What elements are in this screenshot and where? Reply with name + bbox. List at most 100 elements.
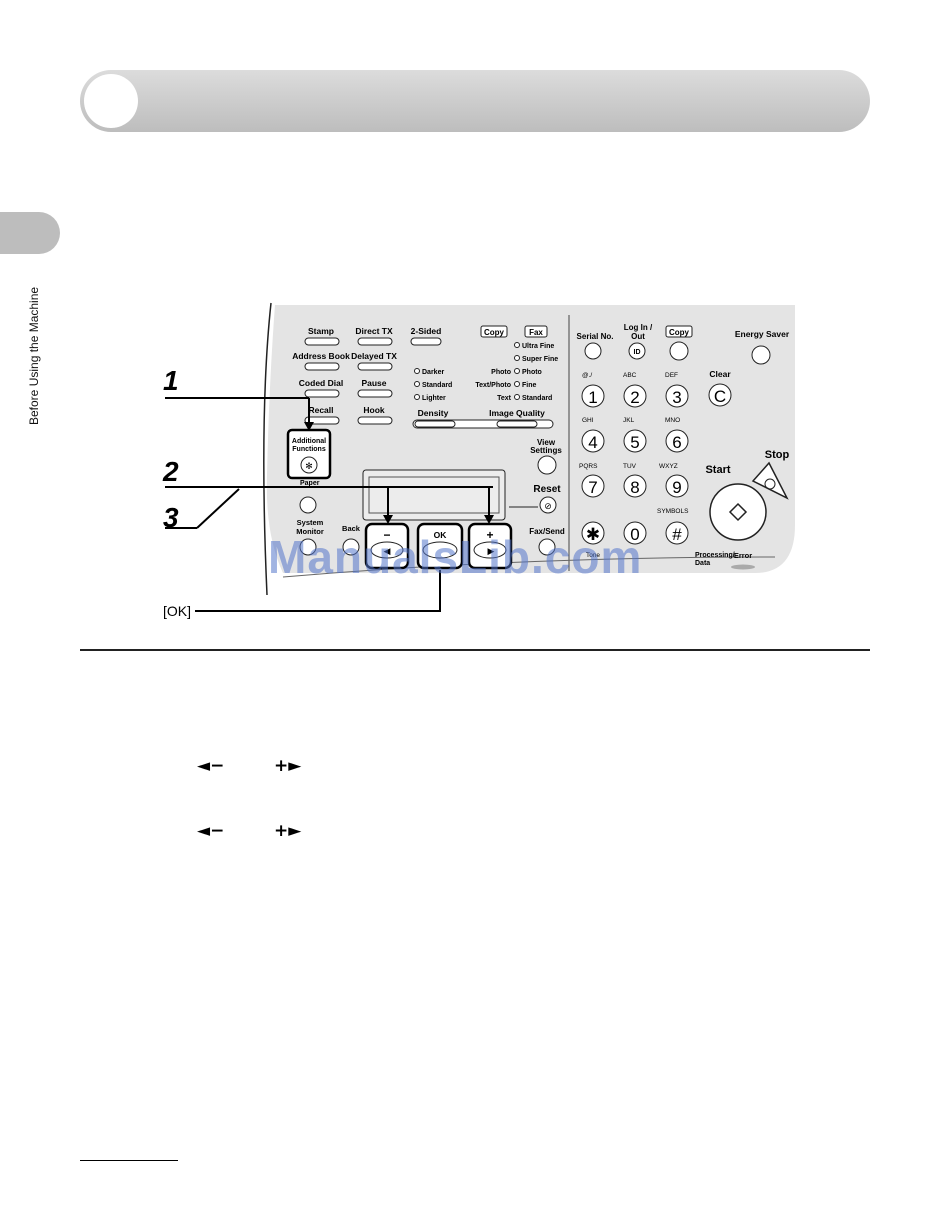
- key-2-digit: 2: [630, 388, 639, 407]
- hook-button[interactable]: [357, 416, 393, 425]
- key-4-digit: 4: [588, 433, 597, 452]
- copy-tag: [480, 325, 508, 338]
- log-in-out-button[interactable]: [628, 342, 646, 360]
- darker-label: Darker: [422, 369, 444, 376]
- lighter-label: Lighter: [422, 395, 446, 402]
- hash-key-glyph: #: [672, 525, 682, 544]
- key-2-letters: ABC: [623, 372, 637, 379]
- fax-send-button[interactable]: [538, 538, 556, 556]
- view-settings-button[interactable]: [537, 455, 557, 475]
- darker-indicator: [414, 368, 420, 374]
- key-8[interactable]: [623, 474, 647, 498]
- key-1-letters: @./: [582, 372, 592, 379]
- copy-key-tag: [665, 325, 693, 338]
- recall-label: Recall: [308, 405, 333, 415]
- coded-dial-button[interactable]: [304, 389, 340, 398]
- nav-plus-key-1: +►: [274, 756, 302, 776]
- energy-saver-button[interactable]: [751, 345, 771, 365]
- hook-label: Hook: [363, 405, 385, 415]
- symbols-label: SYMBOLS: [657, 508, 689, 515]
- reset-button[interactable]: [539, 496, 557, 514]
- ok-callout: [OK]: [163, 603, 191, 619]
- coded-dial-label: Coded Dial: [299, 378, 343, 388]
- key-0-digit: 0: [630, 525, 639, 544]
- settings-gear-icon: ✻: [305, 461, 313, 471]
- nav-minus-key-2: ◄−: [197, 821, 225, 841]
- out-label: Out: [631, 332, 645, 341]
- callout-arrow-1: [304, 422, 314, 431]
- fax-send-label: Fax/Send: [529, 527, 565, 536]
- ok-key[interactable]: [422, 541, 458, 559]
- copy-tag-label: Copy: [484, 328, 505, 337]
- system-monitor-button[interactable]: [299, 538, 317, 556]
- key-6[interactable]: [665, 429, 689, 453]
- address-book-button[interactable]: [304, 362, 340, 371]
- stop-icon: [764, 478, 776, 490]
- key-9-letters: WXYZ: [659, 463, 678, 470]
- pause-button[interactable]: [357, 389, 393, 398]
- key-9-digit: 9: [672, 478, 681, 497]
- start-button[interactable]: [709, 483, 767, 541]
- ok-key-label: OK: [434, 530, 448, 540]
- log-in-label: Log In /: [624, 323, 653, 332]
- hash-key[interactable]: [665, 521, 689, 545]
- standard-density-label: Standard: [422, 382, 452, 389]
- clear-label: Clear: [709, 369, 731, 379]
- key-3[interactable]: [665, 384, 689, 408]
- key-6-letters: MNO: [665, 417, 680, 424]
- key-7-letters: PQRS: [579, 463, 598, 470]
- step-2-callout: 2: [162, 456, 179, 487]
- monitor-label: Monitor: [296, 527, 324, 536]
- density-button[interactable]: [414, 420, 456, 428]
- image-quality-label: Image Quality: [489, 408, 545, 418]
- minus-key[interactable]: [370, 541, 404, 559]
- image-quality-button[interactable]: [496, 420, 538, 428]
- copy-key-button[interactable]: [669, 341, 689, 361]
- system-label: System: [297, 518, 324, 527]
- key-8-letters: TUV: [623, 463, 637, 470]
- standard-fax-indicator: [514, 394, 520, 400]
- stamp-button[interactable]: [304, 337, 340, 346]
- chapter-side-tab: [0, 212, 60, 254]
- plus-key[interactable]: [473, 541, 507, 559]
- fax-tag: [524, 325, 548, 338]
- delayed-tx-button[interactable]: [357, 362, 393, 371]
- minus-key-label: −: [383, 528, 390, 542]
- star-key[interactable]: [581, 521, 605, 545]
- paper-button[interactable]: [299, 496, 317, 514]
- key-0[interactable]: [623, 521, 647, 545]
- key-1[interactable]: [581, 384, 605, 408]
- additional-functions-button[interactable]: [300, 456, 318, 474]
- two-sided-button[interactable]: [410, 337, 442, 346]
- back-button[interactable]: [342, 538, 360, 556]
- error-label: Error: [734, 551, 752, 560]
- direct-tx-button[interactable]: [357, 337, 393, 346]
- key-3-letters: DEF: [665, 372, 678, 379]
- view-label: View: [537, 438, 556, 447]
- watermark: ManualsLib.com: [268, 531, 643, 583]
- fax-tag-label: Fax: [529, 328, 543, 337]
- clear-key-glyph: C: [714, 387, 726, 406]
- clear-button[interactable]: [708, 383, 732, 407]
- key-5-letters: JKL: [623, 417, 635, 424]
- standard-fax-label: Standard: [522, 395, 552, 402]
- address-book-label: Address Book: [292, 351, 350, 361]
- key-9[interactable]: [665, 474, 689, 498]
- two-sided-label: 2-Sided: [411, 326, 442, 336]
- super-fine-label: Super Fine: [522, 356, 558, 363]
- right-arrow-icon: ▶: [488, 546, 495, 556]
- numeric-keypad: @./ 1 ABC 2 DEF 3 GHI 4 JKL 5 MNO 6 PQRS…: [579, 372, 689, 559]
- key-2[interactable]: [623, 384, 647, 408]
- footnote-rule: [80, 1160, 178, 1161]
- left-arrow-icon: ◀: [384, 546, 391, 556]
- back-label: Back: [342, 524, 361, 533]
- photo-indicator: [514, 368, 520, 374]
- standard-density-indicator: [414, 381, 420, 387]
- key-7[interactable]: [581, 474, 605, 498]
- serial-no-button[interactable]: [584, 342, 602, 360]
- key-4[interactable]: [581, 429, 605, 453]
- photo-fax-label: Photo: [522, 369, 542, 376]
- nav-plus-key-2: +►: [274, 821, 302, 841]
- super-fine-indicator: [514, 355, 520, 361]
- key-5[interactable]: [623, 429, 647, 453]
